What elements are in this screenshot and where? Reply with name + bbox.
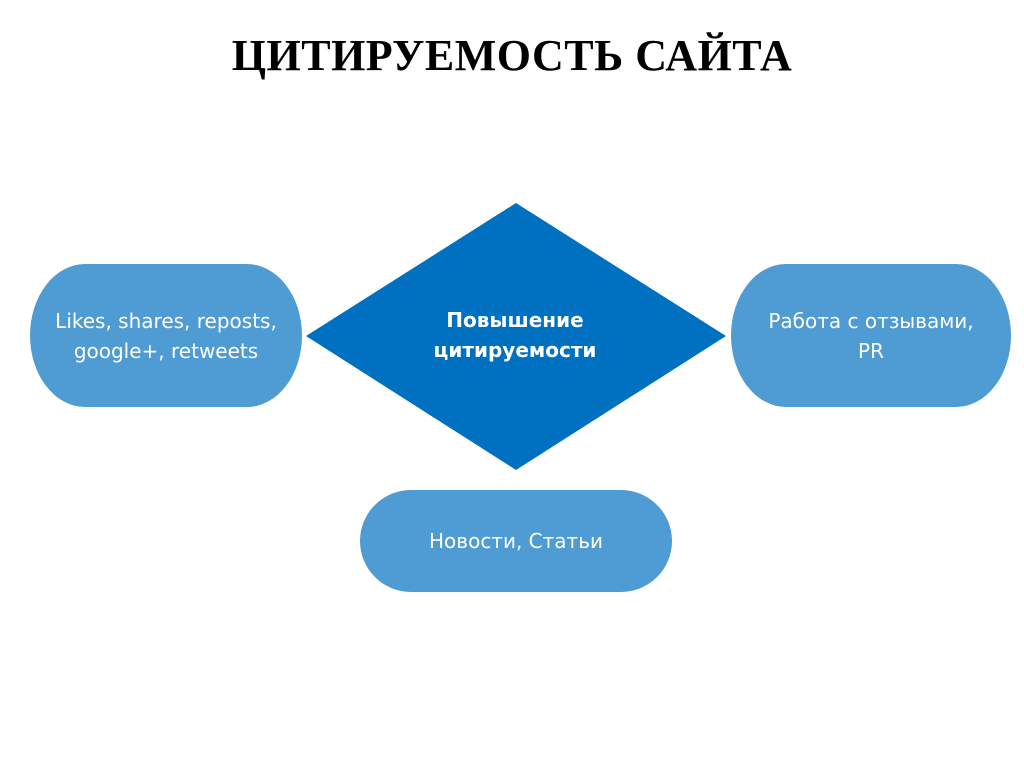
node-social-signals: Likes, shares, reposts, google+, retweet… (30, 264, 302, 407)
node-news-articles-label: Новости, Статьи (429, 529, 603, 553)
node-reviews-pr: Работа с отзывами, PR (731, 264, 1011, 407)
node-reviews-pr-label: Работа с отзывами, PR (768, 308, 974, 363)
node-news-articles: Новости, Статьи (360, 490, 672, 592)
slide-title: ЦИТИРУЕМОСТЬ САЙТА (231, 31, 793, 80)
center-diamond-label: Повышение цитируемости (433, 308, 597, 362)
node-social-signals-label: Likes, shares, reposts, google+, retweet… (55, 308, 277, 363)
center-diamond-shape (306, 203, 726, 470)
